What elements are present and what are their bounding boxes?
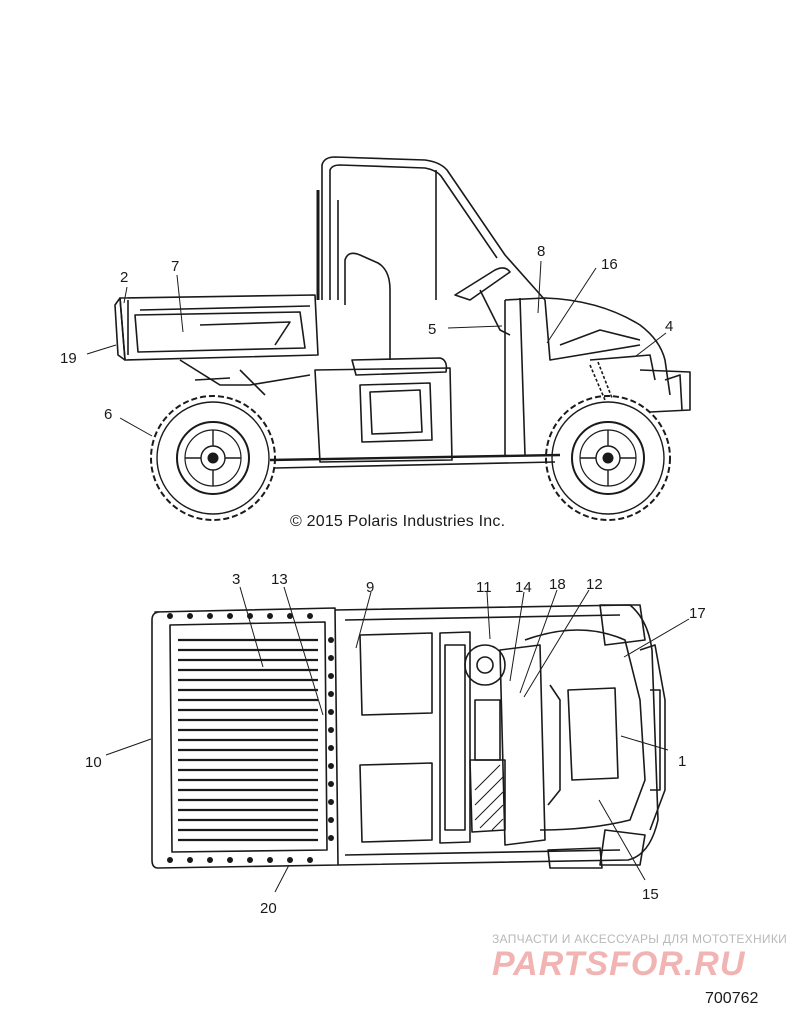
callout-label: 20 [260,900,277,917]
callout-label: 8 [537,243,545,260]
bed-rivet [328,799,334,805]
callout-label: 18 [549,576,566,593]
floor-hatch [474,764,504,831]
bed-rivet [207,613,213,619]
bed-rivet [167,857,173,863]
rear-wheel [150,395,276,521]
bed-rivet [207,857,213,863]
side-view-leader-lines [86,260,667,437]
copyright-notice: © 2015 Polaris Industries Inc. [290,513,506,530]
bed-rivet [267,613,273,619]
bed-rivet [247,857,253,863]
side-view-callouts: 2 7 19 6 8 16 5 4 [60,243,673,423]
front-wheel [545,395,671,521]
bed-rivet [187,613,193,619]
bed-rivet [307,613,313,619]
callout-label: 10 [85,754,102,771]
bed-rivet [267,857,273,863]
bed-rivet [328,835,334,841]
callout-label: 5 [428,321,436,338]
callout-label: 4 [665,318,673,335]
callout-label: 11 [476,579,492,596]
callout-label: 15 [642,886,659,903]
callout-label: 6 [104,406,112,423]
callout-label: 16 [601,256,618,273]
callout-label: 3 [232,571,240,588]
callout-label: 13 [271,571,288,588]
bed-rivet [307,857,313,863]
callout-label: 17 [689,605,706,622]
bed-rivet [167,613,173,619]
callout-label: 2 [120,269,128,286]
top-view-leader-lines [105,586,690,893]
callout-label: 14 [515,579,532,596]
bed-rivet [328,637,334,643]
bed-rivet [328,763,334,769]
watermark-logo: PARTSFOR.RU [492,945,746,983]
side-view-vehicle [114,156,691,469]
top-view-callouts: 3 13 9 11 14 18 12 17 10 1 20 15 [85,571,706,917]
callout-label: 9 [366,579,374,596]
bed-rivet [328,727,334,733]
bed-rivet [328,781,334,787]
bed-rivet [287,857,293,863]
cargo-bed-slats [178,638,318,842]
bed-rivet [328,745,334,751]
callout-label: 7 [171,258,179,275]
watermark-caption: ЗАПЧАСТИ И АКСЕССУАРЫ ДЛЯ МОТОТЕХНИКИ [492,932,788,946]
callout-label: 19 [60,350,77,367]
bed-rivet [328,817,334,823]
bed-rivet [187,857,193,863]
callout-label: 1 [678,753,686,770]
top-view-vehicle [151,604,666,869]
bed-rivet [328,655,334,661]
bed-rivet [328,673,334,679]
cargo-bed-rivets [167,613,334,863]
bed-rivet [287,613,293,619]
bed-rivet [227,857,233,863]
bed-rivet [227,613,233,619]
figure-number: 700762 [705,990,759,1007]
bed-rivet [328,691,334,697]
callout-label: 12 [586,576,603,593]
bed-rivet [328,709,334,715]
